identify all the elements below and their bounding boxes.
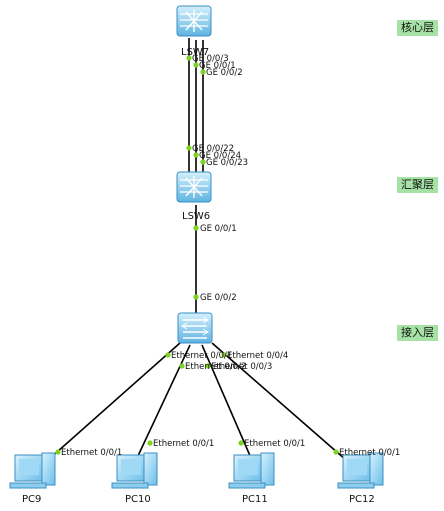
access-port-label: Ethernet 0/0/2: [185, 362, 246, 372]
port-dot: [186, 55, 192, 61]
port-dot: [200, 69, 206, 75]
port-dot: [193, 225, 199, 231]
pc10-port-label: Ethernet 0/0/1: [153, 439, 214, 449]
lsw6-downlink-port-label: GE 0/0/1: [200, 224, 237, 234]
lsw6-port-label: GE 0/0/22: [192, 144, 234, 154]
port-dot: [147, 440, 153, 446]
port-dot: [179, 363, 185, 369]
core-layer-label: 核心层: [397, 20, 438, 36]
pc9-port-label: Ethernet 0/0/1: [61, 448, 122, 458]
link-access-pc11: [201, 344, 252, 459]
link-access-pc9: [47, 342, 181, 461]
port-dot: [193, 152, 199, 158]
port-dot: [165, 352, 171, 358]
port-dot: [221, 352, 227, 358]
lsw7-port-label: GE 0/0/3: [192, 54, 229, 64]
pc12-label: PC12: [349, 494, 375, 505]
pc9-label: PC9: [22, 494, 41, 505]
link-access-pc12: [211, 342, 347, 461]
lsw6-label: LSW6: [182, 211, 210, 222]
lsw6-port-label: GE 0/0/24: [199, 151, 241, 161]
pc11-icon[interactable]: [228, 452, 275, 489]
access-layer-label: 接入层: [397, 325, 438, 341]
pc12-port-label: Ethernet 0/0/1: [339, 448, 400, 458]
port-dot: [193, 62, 199, 68]
access-port-label: Ethernet 0/0/4: [227, 351, 288, 361]
core-switch-icon[interactable]: [176, 5, 212, 37]
aggregation-layer-label: 汇聚层: [397, 177, 438, 193]
lsw7-port-label: GE 0/0/1: [199, 61, 236, 71]
lsw7-label: LSW7: [181, 47, 209, 58]
lsw7-port-label: GE 0/0/2: [206, 68, 243, 78]
pc12-icon[interactable]: [337, 452, 384, 489]
access-uplink-port-label: GE 0/0/2: [200, 293, 237, 303]
aggregation-switch-icon[interactable]: [176, 171, 212, 203]
port-dot: [333, 449, 339, 455]
access-port-label: Ethernet 0/0/3: [211, 362, 272, 372]
port-dot: [55, 449, 61, 455]
port-dot: [200, 159, 206, 165]
lsw6-port-label: GE 0/0/23: [206, 158, 248, 168]
port-dot: [238, 440, 244, 446]
pc11-label: PC11: [242, 494, 268, 505]
port-dot: [205, 363, 211, 369]
pc11-port-label: Ethernet 0/0/1: [244, 439, 305, 449]
pc9-icon[interactable]: [9, 452, 56, 489]
port-dot: [193, 294, 199, 300]
access-port-label: Ethernet 0/0/1: [171, 351, 232, 361]
access-switch-icon[interactable]: [177, 312, 213, 344]
port-dot: [186, 145, 192, 151]
pc10-icon[interactable]: [111, 452, 158, 489]
pc10-label: PC10: [125, 494, 151, 505]
